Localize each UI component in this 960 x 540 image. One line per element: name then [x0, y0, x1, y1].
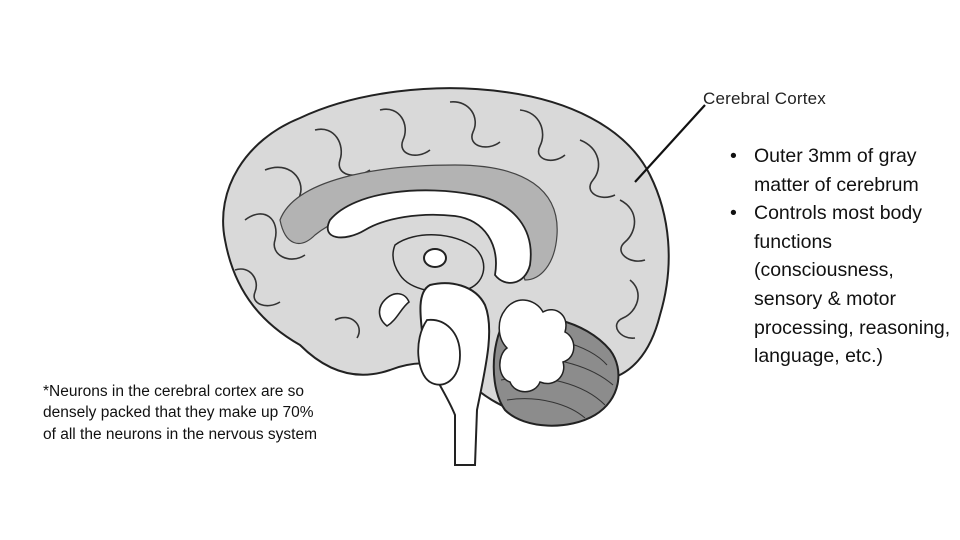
brain-illustration	[222, 87, 670, 466]
label-leader-line	[634, 104, 706, 183]
cortex-facts-list: • Outer 3mm of gray matter of cerebrum •…	[730, 142, 955, 371]
bullet-text: Outer 3mm of gray matter of cerebrum	[754, 145, 919, 196]
bullet-marker: •	[730, 202, 737, 225]
pons	[417, 319, 461, 386]
bullet-item: • Outer 3mm of gray matter of cerebrum	[730, 142, 955, 199]
bullet-marker: •	[730, 145, 737, 167]
fornix	[378, 292, 410, 327]
arbor-vitae	[498, 299, 575, 393]
thalamus-nucleus	[423, 248, 447, 268]
bullet-text: Controls most body functions (consciousn…	[754, 202, 951, 368]
neuron-density-footnote: *Neurons in the cerebral cortex are so d…	[43, 383, 317, 443]
cerebral-cortex-label: Cerebral Cortex	[703, 89, 826, 108]
bullet-item: • Controls most body functions (consciou…	[730, 199, 955, 371]
corpus-callosum	[327, 189, 532, 284]
